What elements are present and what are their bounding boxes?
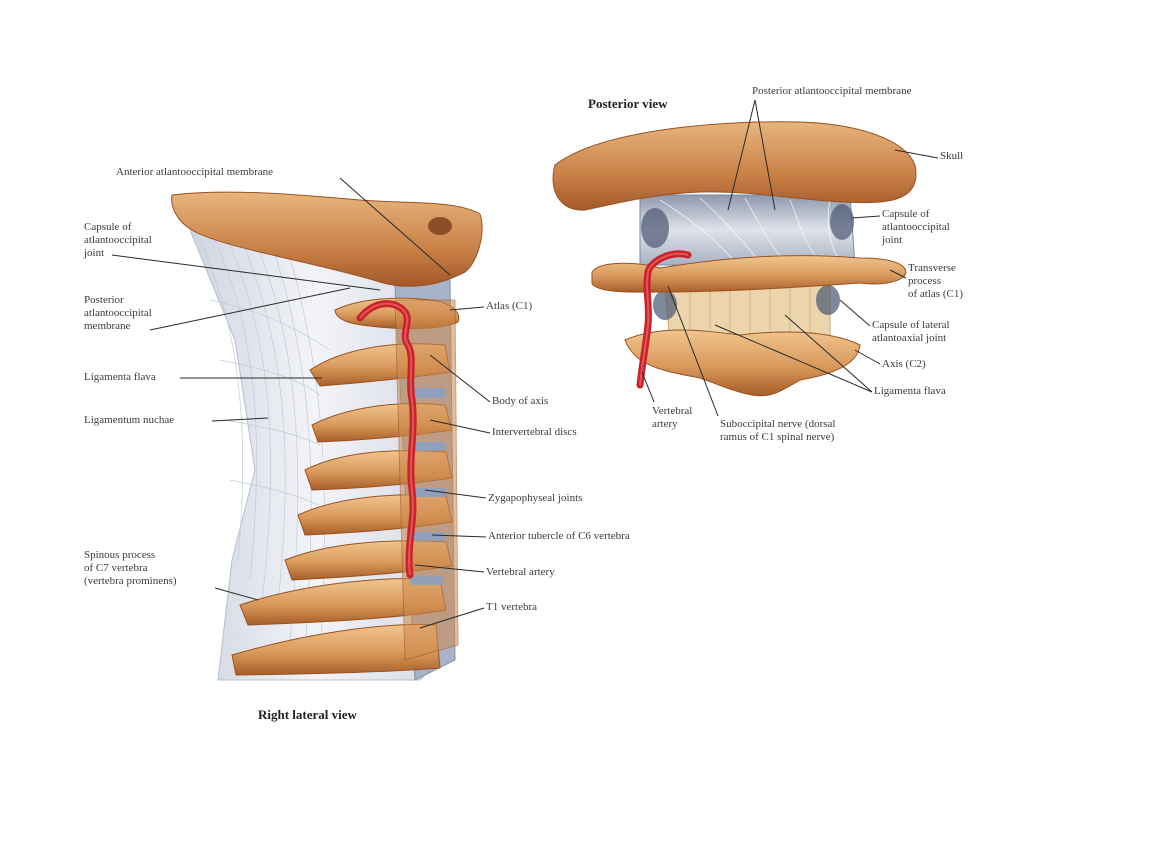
label-spinous-process-c7: Spinous process of C7 vertebra (vertebra… xyxy=(84,549,177,587)
label-intervertebral-discs: Intervertebral discs xyxy=(492,426,577,438)
lateral-view-drawing xyxy=(171,191,483,681)
posterior-view-title: Posterior view xyxy=(588,96,668,111)
label-skull: Skull xyxy=(940,150,964,162)
label-ligamenta-flava: Ligamenta flava xyxy=(84,371,156,383)
label-capsule-atlantooccipital-joint-post: Capsule of atlantooccipital joint xyxy=(882,208,950,246)
label-anterior-tubercle-c6: Anterior tubercle of C6 vertebra xyxy=(488,530,630,542)
label-posterior-atlantooccipital-membrane: Posterior atlantooccipital membrane xyxy=(84,294,152,332)
leader-lines xyxy=(111,99,939,629)
label-ligamenta-flava-post: Ligamenta flava xyxy=(874,385,946,397)
lateral-view-title: Right lateral view xyxy=(258,707,357,722)
occipital-bone xyxy=(171,191,483,287)
axis-c2-posterior xyxy=(624,329,861,397)
label-posterior-atlantooccipital-membrane-post: Posterior atlantooccipital membrane xyxy=(752,85,912,97)
label-zygapophyseal-joints: Zygapophyseal joints xyxy=(488,492,583,504)
label-axis-c2: Axis (C2) xyxy=(882,358,926,370)
label-vertebral-artery-post: Vertebral artery xyxy=(652,405,693,430)
label-ligamentum-nuchae: Ligamentum nuchae xyxy=(84,414,175,426)
posterior-view-drawing xyxy=(552,121,917,397)
atlas-posterior xyxy=(591,255,907,293)
label-vertebral-artery-lateral: Vertebral artery xyxy=(486,566,555,578)
intervertebral-discs xyxy=(410,388,446,585)
label-suboccipital-nerve: Suboccipital nerve (dorsal ramus of C1 s… xyxy=(720,418,836,443)
label-atlas-c1: Atlas (C1) xyxy=(486,300,533,312)
label-transverse-process-atlas: Transverse process of atlas (C1) xyxy=(908,262,963,300)
label-anterior-atlantooccipital-membrane: Anterior atlantooccipital membrane xyxy=(116,166,273,178)
label-capsule-atlantooccipital-joint: Capsule of atlantooccipital joint xyxy=(84,221,152,259)
label-t1-vertebra: T1 vertebra xyxy=(486,601,537,613)
ligament-fibers xyxy=(199,239,331,661)
skull-posterior xyxy=(552,121,917,211)
label-body-of-axis: Body of axis xyxy=(492,395,549,407)
label-capsule-lateral-atlantoaxial-joint: Capsule of lateral atlantoaxial joint xyxy=(872,319,950,344)
